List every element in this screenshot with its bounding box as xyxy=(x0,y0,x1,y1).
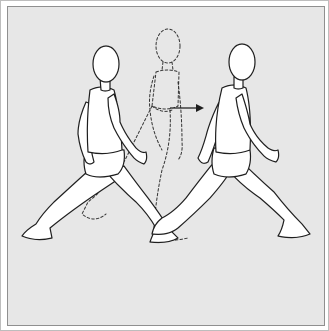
walker-right xyxy=(152,44,310,238)
motion-arrow xyxy=(170,104,204,112)
walker-left xyxy=(22,46,178,243)
ghost-torso xyxy=(152,70,179,109)
ghost-head xyxy=(156,29,180,63)
walking-sequence-illustration xyxy=(8,7,326,327)
ghost-back-arm xyxy=(150,76,163,150)
right-head xyxy=(229,44,255,80)
illustration-panel xyxy=(7,6,325,326)
left-head xyxy=(93,46,119,82)
